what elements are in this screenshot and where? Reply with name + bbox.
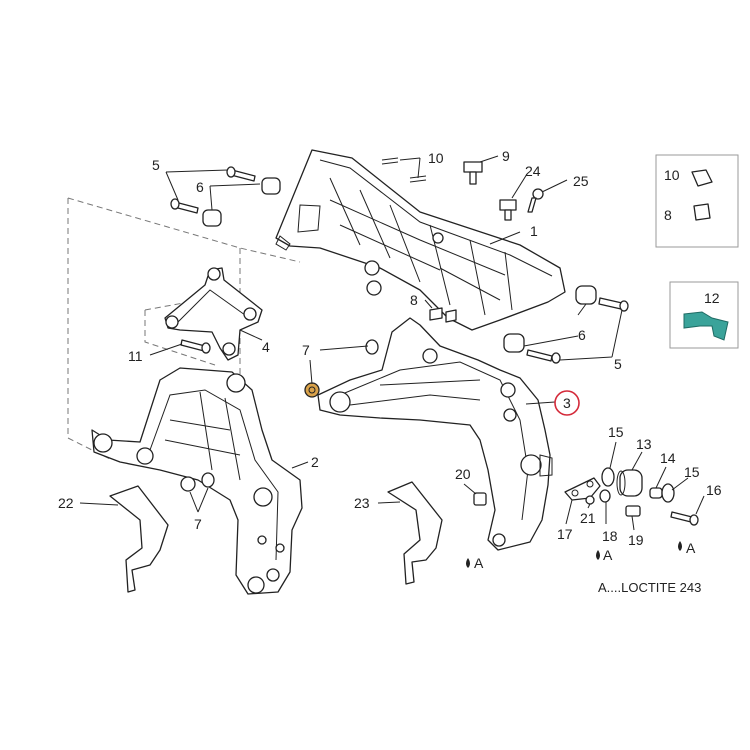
callout-3[interactable]: 3: [563, 395, 571, 411]
cover-22[interactable]: [109, 485, 169, 593]
callout-9: 9: [502, 148, 510, 164]
bolt-5-right[interactable]: [526, 297, 629, 364]
callout-16: 16: [706, 482, 722, 498]
loctite-marker-1: A: [474, 555, 484, 571]
callout-23: 23: [354, 495, 370, 511]
washer-18[interactable]: [599, 489, 611, 503]
callout-4: 4: [262, 339, 270, 355]
callout-10: 10: [428, 150, 444, 166]
bolt-25[interactable]: [527, 188, 544, 213]
callout-5b: 5: [614, 356, 622, 372]
spacer-14[interactable]: [649, 487, 663, 499]
bolt-5-top[interactable]: [170, 166, 256, 214]
screw-9[interactable]: [463, 161, 483, 185]
bolt-16[interactable]: [670, 511, 699, 526]
spring-10[interactable]: [381, 157, 427, 183]
callout-15a: 15: [608, 424, 624, 440]
callout-5a: 5: [152, 157, 160, 173]
left-frame-plate-part[interactable]: [91, 367, 303, 595]
callout-13: 13: [636, 436, 652, 452]
screw-19[interactable]: [625, 505, 641, 517]
bracket-12[interactable]: [683, 311, 729, 341]
right-frame-plate-part[interactable]: [317, 317, 553, 551]
callout-14: 14: [660, 450, 676, 466]
callout-15b: 15: [684, 464, 700, 480]
inset-callout-10: 10: [664, 167, 680, 183]
engine-bracket-part[interactable]: [164, 267, 263, 361]
nut-21[interactable]: [585, 495, 595, 505]
callout-2: 2: [311, 454, 319, 470]
leader-lines: [79, 155, 705, 531]
callout-25: 25: [573, 173, 589, 189]
cover-23[interactable]: [387, 481, 443, 585]
bracket-17[interactable]: [564, 477, 601, 501]
callout-20: 20: [455, 466, 471, 482]
legend-loctite: A....LOCTITE 243: [598, 580, 701, 595]
callout-8: 8: [410, 292, 418, 308]
bolt-20[interactable]: [473, 492, 487, 506]
callout-labels: 1 2 3 4 5 5 6 6 7 7 8 9 10 11 13 14 15 1…: [58, 148, 722, 595]
clip-8[interactable]: [429, 307, 457, 323]
callout-11: 11: [128, 348, 143, 364]
bushing-13[interactable]: [616, 469, 643, 497]
inset-box-clips: [655, 154, 739, 248]
inset-callout-8: 8: [664, 207, 672, 223]
inset-callout-12: 12: [704, 290, 720, 306]
screw-24[interactable]: [499, 199, 517, 221]
nut-7-lower[interactable]: [180, 472, 215, 492]
callout-7a: 7: [302, 342, 310, 358]
callout-18: 18: [602, 528, 618, 544]
callout-22: 22: [58, 495, 74, 511]
loctite-marker-2: A: [603, 547, 613, 563]
callout-6a: 6: [196, 179, 204, 195]
main-frame-part[interactable]: [275, 149, 566, 331]
callout-1: 1: [530, 223, 538, 239]
callout-17: 17: [557, 526, 573, 542]
loctite-marker-3: A: [686, 540, 696, 556]
callout-24: 24: [525, 163, 541, 179]
highlight-circle: [554, 390, 580, 416]
callout-6b: 6: [578, 327, 586, 343]
callout-7b: 7: [194, 516, 202, 532]
inset-box-bracket: [669, 281, 739, 349]
callout-19: 19: [628, 532, 644, 548]
loctite-drop-icon: [466, 541, 682, 568]
washer-15[interactable]: [601, 467, 675, 503]
bolt-11[interactable]: [180, 339, 211, 354]
callout-21: 21: [580, 510, 596, 526]
